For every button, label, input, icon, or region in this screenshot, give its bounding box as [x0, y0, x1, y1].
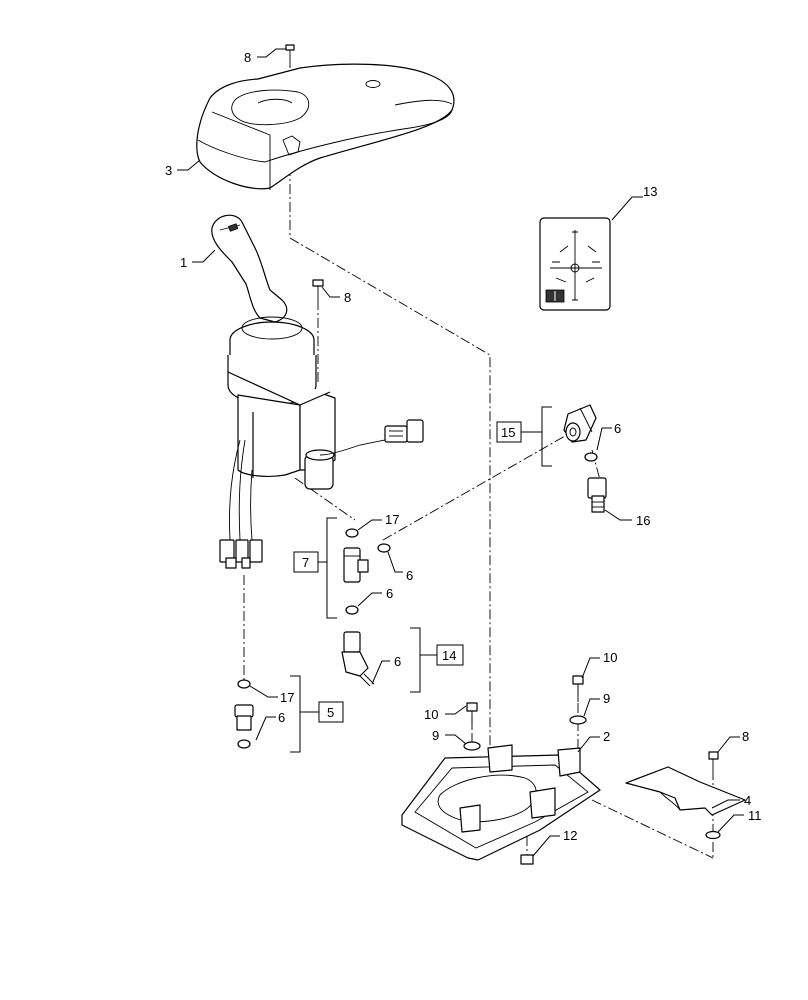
washer-part-9a: [463, 741, 481, 751]
angle-fitting-part: [341, 631, 375, 687]
group-brackets: [290, 406, 552, 753]
callout-8-bottom: 8: [742, 729, 749, 744]
callout-17-bottom: 17: [280, 690, 294, 705]
callout-10-left: 10: [424, 707, 438, 722]
callout-1: 1: [180, 255, 187, 270]
callout-2: 2: [603, 729, 610, 744]
callout-4: 4: [744, 793, 751, 808]
callout-11: 11: [748, 808, 762, 823]
bracket-plate-part: [625, 766, 746, 816]
callout-12: 12: [563, 828, 577, 843]
washer-part-11: [705, 830, 721, 840]
callout-6-angle: 6: [394, 654, 401, 669]
adapter-part: [587, 477, 607, 513]
callout-box-5-label: 5: [327, 705, 334, 720]
decal-part: [539, 217, 611, 311]
screw-part-mid: [312, 279, 324, 300]
callout-8-top: 8: [244, 50, 251, 65]
callout-9-left: 9: [432, 728, 439, 743]
callout-6-tee-bottom: 6: [386, 586, 393, 601]
cover-part: [196, 63, 455, 190]
callout-box-14: [436, 644, 464, 666]
callout-3: 3: [165, 163, 172, 178]
screw-part-8b: [708, 751, 719, 770]
tee-fitting-part: [343, 528, 391, 615]
callout-box-14-label: 14: [442, 648, 456, 663]
callout-17-top: 17: [385, 512, 399, 527]
joystick-part: [211, 214, 424, 569]
callout-10-right: 10: [603, 650, 617, 665]
callout-9-right: 9: [603, 691, 610, 706]
callout-6-right: 6: [614, 421, 621, 436]
nut-part-12: [520, 854, 534, 865]
mounting-plate-part: [401, 744, 601, 861]
bolt-part-10b: [572, 675, 584, 702]
washer-part-9b: [569, 715, 587, 725]
callout-box-15-label: 15: [501, 425, 515, 440]
callout-box-15: [496, 421, 522, 443]
callout-16: 16: [636, 513, 650, 528]
callout-box-7-label: 7: [302, 555, 309, 570]
callout-leaders: [177, 48, 744, 857]
bolt-part-10a: [466, 702, 478, 728]
callout-6-tee-side: 6: [406, 568, 413, 583]
callout-box-7: [293, 551, 319, 573]
elbow-fitting-part: [563, 404, 597, 443]
plug-part: [234, 679, 254, 749]
callout-13: 13: [643, 184, 657, 199]
callout-box-5: [318, 701, 344, 723]
callout-6-plug: 6: [278, 710, 285, 725]
o-ring-part: [584, 452, 598, 462]
callout-8-mid: 8: [344, 290, 351, 305]
screw-part-top: [285, 44, 295, 60]
